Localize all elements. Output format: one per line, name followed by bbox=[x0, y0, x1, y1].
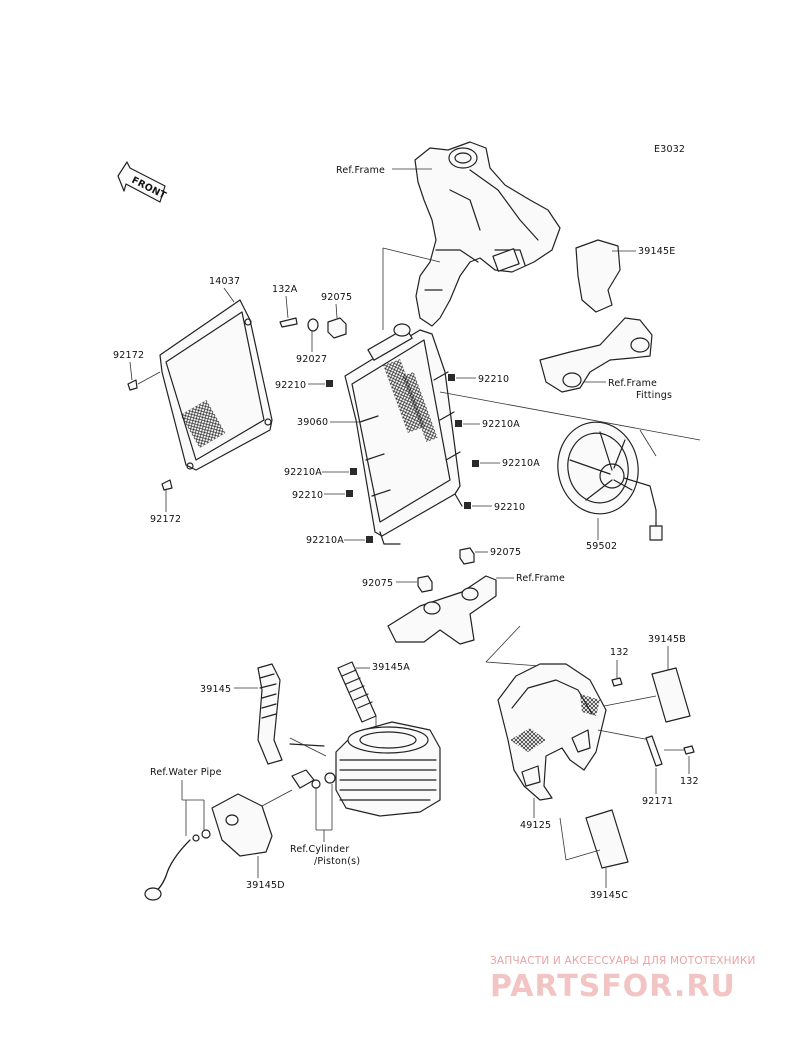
nut-92210A-a-part bbox=[455, 420, 462, 427]
label-92075-mid: 92075 bbox=[490, 547, 521, 558]
bolt-132A-part bbox=[279, 317, 298, 328]
water-pipe-part bbox=[144, 829, 211, 901]
nut-92210A-b-part bbox=[350, 468, 357, 475]
nut-92210-b-part bbox=[448, 374, 455, 381]
label-92172-top: 92172 bbox=[113, 350, 144, 361]
watermark-tagline: ЗАПЧАСТИ И АКСЕССУАРЫ ДЛЯ МОТОТЕХНИКИ bbox=[490, 955, 756, 967]
label-ref-frame-low: Ref.Frame bbox=[516, 573, 565, 584]
label-59502: 59502 bbox=[586, 541, 617, 552]
label-92210A-b: 92210A bbox=[284, 467, 322, 478]
label-92075-low: 92075 bbox=[362, 578, 393, 589]
pad-39145C-part bbox=[585, 809, 629, 869]
label-92210A-c: 92210A bbox=[502, 458, 540, 469]
label-92210-c: 92210 bbox=[292, 490, 323, 501]
nut-92210-d-part bbox=[464, 502, 471, 509]
label-39145: 39145 bbox=[200, 684, 231, 695]
bolt-132-top-part bbox=[611, 677, 623, 687]
grommet-92075-top-part bbox=[327, 317, 347, 339]
pad-39145D-part bbox=[211, 793, 273, 857]
label-132A: 132A bbox=[272, 284, 298, 295]
label-92210A-a: 92210A bbox=[482, 419, 520, 430]
cylinder-part bbox=[289, 721, 441, 817]
screw-92172-bottom-part bbox=[161, 479, 173, 491]
label-39145E: 39145E bbox=[638, 246, 675, 257]
pad-39145B-part bbox=[651, 667, 691, 723]
frame-fittings-part bbox=[539, 317, 653, 393]
nut-92210A-c-part bbox=[472, 460, 479, 467]
label-14037: 14037 bbox=[209, 276, 240, 287]
label-92210-b: 92210 bbox=[478, 374, 509, 385]
label-49125: 49125 bbox=[520, 820, 551, 831]
label-ref-water-pipe: Ref.Water Pipe bbox=[150, 767, 222, 778]
label-39145C: 39145C bbox=[590, 890, 628, 901]
diagram-id: E3032 bbox=[654, 144, 685, 155]
nut-92210A-d-part bbox=[366, 536, 373, 543]
label-132-top: 132 bbox=[610, 647, 629, 658]
label-92210-d: 92210 bbox=[494, 502, 525, 513]
nut-92210-c-part bbox=[346, 490, 353, 497]
label-ref-frame-fittings-1: Ref.Frame bbox=[608, 378, 657, 389]
label-39145A: 39145A bbox=[372, 662, 410, 673]
label-92027: 92027 bbox=[296, 354, 327, 365]
pad-39145A-part bbox=[337, 661, 377, 723]
label-92171: 92171 bbox=[642, 796, 673, 807]
label-92210A-d: 92210A bbox=[306, 535, 344, 546]
radiator-screen-14037-part bbox=[159, 299, 273, 471]
label-ref-frame-fittings-2: Fittings bbox=[636, 390, 672, 401]
label-92210-a: 92210 bbox=[275, 380, 306, 391]
label-ref-cylinder-1: Ref.Cylinder bbox=[290, 844, 349, 855]
label-ref-frame-top: Ref.Frame bbox=[336, 165, 385, 176]
label-ref-cylinder-2: /Piston(s) bbox=[314, 856, 360, 867]
cover-49125-part bbox=[497, 663, 607, 801]
label-39060: 39060 bbox=[297, 417, 328, 428]
grommet-92075-low-part bbox=[417, 575, 433, 593]
label-39145B: 39145B bbox=[648, 634, 686, 645]
pad-39145-part bbox=[257, 663, 283, 765]
radiator-39060-part bbox=[344, 323, 463, 545]
front-arrow-icon: FRONT bbox=[117, 161, 168, 203]
label-39145D: 39145D bbox=[246, 880, 285, 891]
washer-92027-part bbox=[307, 318, 319, 332]
label-92075-top: 92075 bbox=[321, 292, 352, 303]
screw-92172-top-part bbox=[127, 379, 138, 391]
nut-92210-a-part bbox=[326, 380, 333, 387]
grommet-92075-mid-part bbox=[459, 547, 475, 565]
pad-39145E-part bbox=[575, 239, 621, 313]
bolt-132-right-part bbox=[683, 745, 695, 755]
cooling-fan-59502-part bbox=[557, 421, 663, 541]
clip-92171-part bbox=[645, 735, 663, 767]
watermark-brand: PARTSFOR.RU bbox=[490, 969, 736, 1004]
frame-part bbox=[414, 141, 561, 327]
water-fitting-part bbox=[291, 769, 336, 789]
label-92172-bottom: 92172 bbox=[150, 514, 181, 525]
lower-frame-bracket-part bbox=[387, 575, 497, 645]
label-132-right: 132 bbox=[680, 776, 699, 787]
